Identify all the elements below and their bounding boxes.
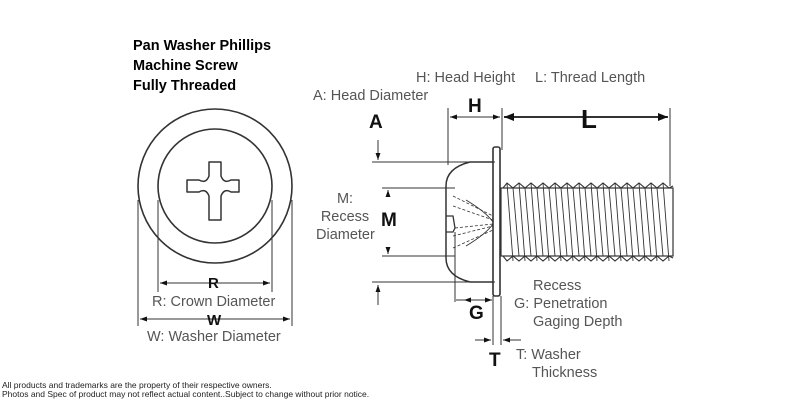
dim-letter-g: G — [469, 303, 484, 324]
crown-circle — [157, 128, 273, 244]
diagram-title: Pan Washer Phillips Machine Screw Fully … — [133, 36, 271, 96]
label-washer-thickness: T: Washer Thickness — [516, 346, 597, 382]
label-recess-depth-line-3: Gaging Depth — [533, 314, 623, 330]
pan-head — [445, 161, 493, 283]
label-recess-depth-line-1: Recess — [533, 278, 582, 294]
label-recess-diameter-line-3: Diameter — [316, 227, 375, 243]
label-washer-diameter: W: Washer Diameter — [147, 329, 281, 345]
label-head-diameter: A: Head Diameter — [313, 88, 429, 104]
phillips-recess-icon — [186, 161, 240, 221]
label-washer-thickness-line-1: T: Washer — [516, 347, 581, 363]
label-washer-thickness-line-2: Thickness — [532, 365, 598, 381]
crown-diameter-dimension — [157, 200, 273, 292]
title-line-1: Pan Washer Phillips — [133, 38, 272, 54]
dim-letter-a: A — [369, 112, 383, 133]
label-recess-diameter-line-1: M: — [336, 191, 354, 207]
label-thread-length: L: Thread Length — [535, 70, 646, 86]
label-recess-depth-line-2: G: Penetration — [514, 296, 608, 312]
dim-letter-l: L — [581, 104, 597, 134]
side-view — [445, 146, 674, 297]
thread-shank — [500, 187, 674, 257]
thread-length-dimension — [504, 108, 671, 186]
thread-bottom — [502, 255, 674, 262]
washer-diameter-dimension — [137, 200, 293, 326]
washer-thickness-dimension — [475, 296, 521, 345]
recess-cone-solid — [465, 199, 494, 247]
washer — [492, 146, 501, 297]
label-recess-diameter: M: Recess Diameter — [316, 190, 375, 244]
head-diameter-dimension — [372, 140, 495, 305]
dim-letter-m: M — [381, 210, 397, 231]
dim-letter-t: T — [489, 350, 501, 371]
washer-circle — [137, 108, 293, 264]
head-height-dimension — [447, 108, 503, 165]
disclaimer-line-2: Photos and Spec of product may not refle… — [2, 389, 370, 399]
recess-cone — [452, 195, 494, 249]
label-crown-diameter: R: Crown Diameter — [152, 294, 276, 310]
dim-letter-r: R — [208, 275, 219, 292]
dim-letter-h: H — [468, 96, 482, 117]
label-head-height: H: Head Height — [416, 70, 516, 86]
recess-diameter-dimension — [382, 187, 455, 257]
disclaimer-line-1: All products and trademarks are the prop… — [2, 380, 272, 390]
label-recess-depth: Recess G: Penetration Gaging Depth — [514, 277, 622, 331]
thread-lines — [506, 182, 670, 262]
label-recess-diameter-line-2: Recess — [320, 209, 370, 225]
title-line-3: Fully Threaded — [133, 78, 237, 94]
thread-top — [502, 182, 674, 189]
title-line-2: Machine Screw — [133, 58, 238, 74]
dim-letter-w: W — [207, 312, 222, 329]
recess-depth-dimension — [454, 232, 492, 303]
top-view — [137, 108, 293, 264]
